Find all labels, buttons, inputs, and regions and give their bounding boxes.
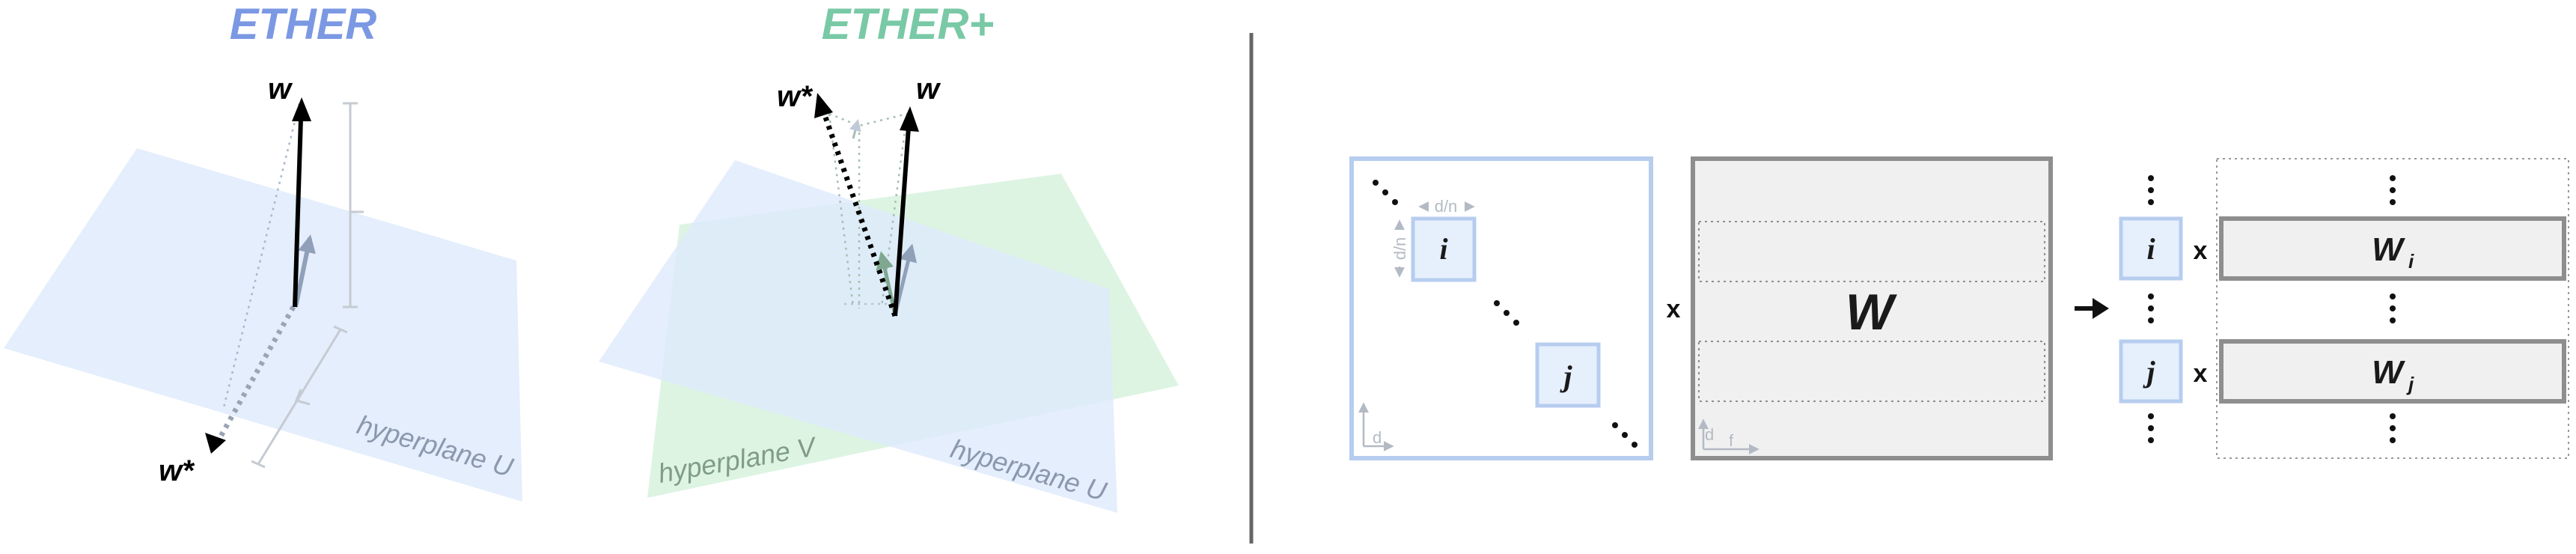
matrix-axis-d	[1358, 402, 1394, 451]
weight-row-j-subscript: j	[2406, 373, 2414, 395]
weight-row-i-subscript: i	[2408, 250, 2414, 273]
result-arrowhead	[2093, 298, 2109, 319]
result-block-column	[2148, 175, 2154, 443]
w-arrowhead-2	[900, 106, 919, 132]
weight-axis-f-label: f	[1729, 431, 1734, 450]
projection-arrow	[293, 234, 316, 308]
result-block-i-label: i	[2146, 232, 2155, 266]
ether-plus-panel: ETHER+ hyperplane V hyperplane U w* w	[599, 0, 1179, 513]
times-operator-1: x	[1667, 295, 1681, 323]
w-arrow-2	[893, 127, 911, 317]
axis-d-label: d	[1373, 428, 1382, 447]
hyperplane-u-plane-2	[599, 160, 1117, 513]
weight-axes	[1698, 418, 1759, 454]
weight-row-i-label: W	[2372, 231, 2405, 268]
block-i: i	[1411, 216, 1477, 282]
block-i-label: i	[1439, 232, 1447, 266]
weight-matrix: W d f	[1691, 156, 2053, 460]
weight-axis-d-label: d	[1705, 425, 1714, 444]
guide-arrow	[849, 118, 861, 139]
projection-bracket	[251, 102, 364, 469]
w-star-path	[216, 305, 296, 442]
w-star-path-2	[820, 109, 898, 317]
w-arrow	[293, 118, 303, 308]
result-block-i: i	[2119, 216, 2183, 281]
block-diagonal-matrix: i j d/n d/n d	[1349, 156, 1653, 460]
weight-row-j: W j	[2219, 339, 2566, 404]
weight-matrix-label: W	[1846, 284, 1898, 341]
ether-panel: ETHER hyperplane U w w*	[4, 0, 522, 502]
weight-row-i: W i	[2219, 216, 2566, 281]
ether-plus-title: ETHER+	[822, 0, 994, 49]
diagonal-dots	[1373, 180, 1638, 448]
block-width-label: d/n	[1435, 197, 1458, 216]
w-star-label: w*	[159, 454, 195, 487]
w-star-arrowhead-2	[814, 93, 833, 118]
w-star-arrowhead	[205, 433, 226, 454]
weight-row-j-label: W	[2372, 354, 2405, 391]
hyperplane-u-plane	[4, 148, 522, 502]
result-block-j: j	[2119, 339, 2183, 404]
ether-title: ETHER	[230, 0, 377, 49]
w-label: w	[268, 73, 293, 106]
times-operator-2: x	[2194, 237, 2208, 265]
w-label-2: w	[916, 73, 941, 106]
w-star-label-2: w*	[777, 80, 814, 113]
w-arrowhead	[292, 97, 311, 121]
times-operator-3: x	[2194, 359, 2208, 388]
block-height-label: d/n	[1391, 237, 1409, 261]
block-dim-markers	[1394, 201, 1475, 278]
block-j: j	[1535, 342, 1601, 408]
reflection-guide	[222, 103, 301, 411]
result-weight-rows: W i W j	[2216, 158, 2569, 459]
